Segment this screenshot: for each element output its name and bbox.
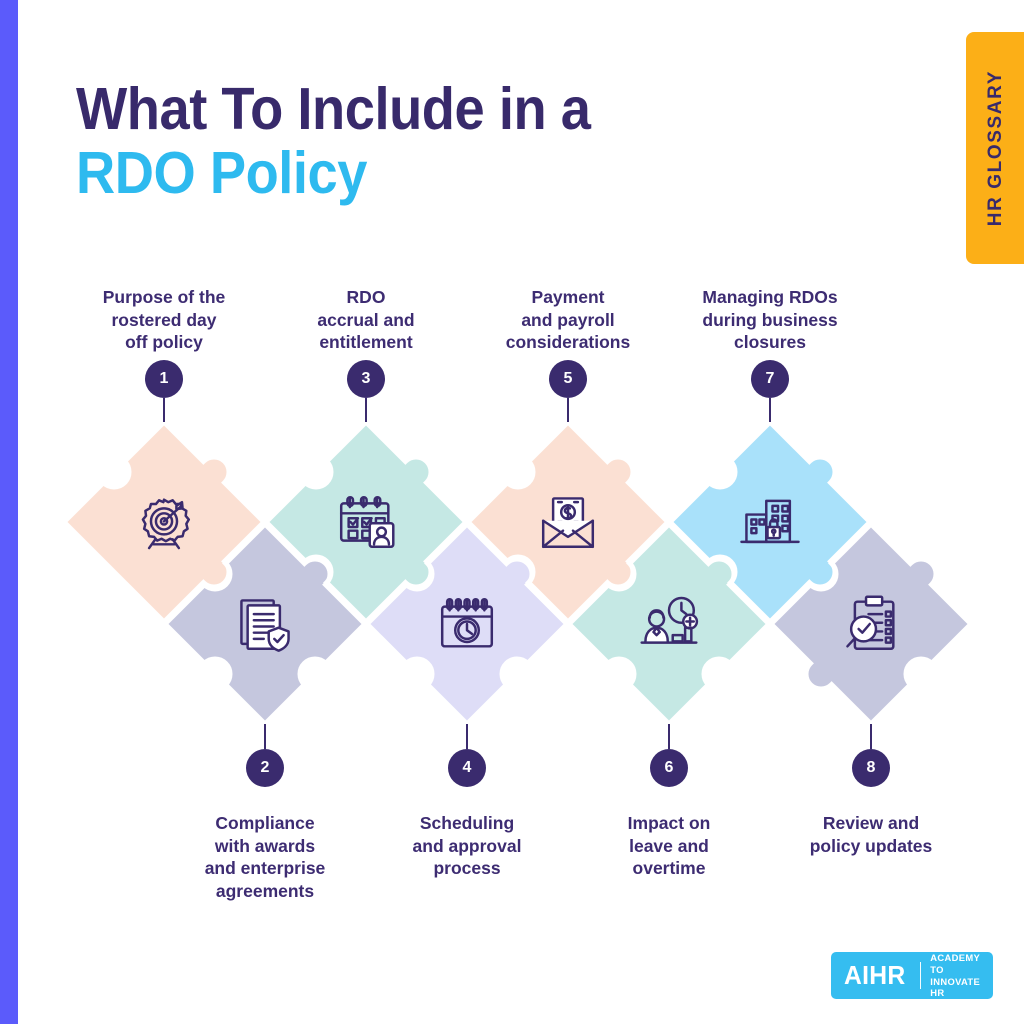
step-label-line: Payment xyxy=(531,287,605,307)
step-label-line: agreements xyxy=(215,880,315,901)
step-number-badge-6: 6 xyxy=(650,749,688,787)
connector-line-1 xyxy=(163,398,165,422)
step-label-line: process xyxy=(433,858,501,879)
step-label-line: considerations xyxy=(505,332,631,353)
step-label-line: Purpose of the xyxy=(102,287,226,307)
step-number-badge-7: 7 xyxy=(751,360,789,398)
step-label-line: leave and xyxy=(629,835,709,856)
step-number-badge-4: 4 xyxy=(448,749,486,787)
connector-line-6 xyxy=(668,724,670,749)
step-label-line: rostered day xyxy=(111,309,217,330)
step-label-line: RDO xyxy=(346,287,386,307)
aihr-logo-tagline-line1: ACADEMY TO xyxy=(930,951,980,975)
aihr-logo-tagline: ACADEMY TO INNOVATE HR xyxy=(930,952,993,999)
step-number-badge-3: 3 xyxy=(347,360,385,398)
page-title-line2: RDO Policy xyxy=(76,139,368,206)
step-label-line: overtime xyxy=(632,858,706,879)
aihr-logo-tagline-line2: INNOVATE HR xyxy=(930,975,981,999)
aihr-logo: AIHR ACADEMY TO INNOVATE HR xyxy=(831,952,993,999)
puzzle-pieces-group xyxy=(60,418,975,728)
step-label-line: Review and xyxy=(822,813,920,833)
page-title: What To Include in a RDO Policy xyxy=(76,76,796,206)
step-label-line: Scheduling xyxy=(419,813,515,833)
step-label-line: and enterprise xyxy=(204,858,326,879)
step-number-badge-5: 5 xyxy=(549,360,587,398)
step-label-line: accrual and xyxy=(317,309,415,330)
step-label-line: off policy xyxy=(125,332,203,353)
page-title-line1: What To Include in a xyxy=(76,76,591,142)
connector-line-5 xyxy=(567,398,569,422)
step-number-badge-1: 1 xyxy=(145,360,183,398)
step-label-line: with awards xyxy=(214,835,316,856)
step-label-line: entitlement xyxy=(319,332,413,353)
connector-line-4 xyxy=(466,724,468,749)
step-label-line: and approval xyxy=(412,835,522,856)
step-label-line: and payroll xyxy=(521,309,615,330)
step-label-line: Compliance xyxy=(215,813,315,833)
connector-line-7 xyxy=(769,398,771,422)
left-accent-bar xyxy=(0,0,18,1024)
hr-glossary-badge: HR GLOSSARY xyxy=(966,32,1024,264)
connector-line-8 xyxy=(870,724,872,749)
step-label-line: closures xyxy=(734,332,806,353)
step-number-badge-2: 2 xyxy=(246,749,284,787)
step-label-line: policy updates xyxy=(809,835,933,856)
aihr-logo-wordmark: AIHR xyxy=(844,960,906,990)
aihr-logo-divider xyxy=(919,962,922,989)
step-label-line: Managing RDOs xyxy=(702,287,838,307)
step-number-badge-8: 8 xyxy=(852,749,890,787)
step-label-line: during business xyxy=(702,309,838,330)
connector-line-2 xyxy=(264,724,266,749)
step-label-line: Impact on xyxy=(627,813,711,833)
connector-line-3 xyxy=(365,398,367,422)
